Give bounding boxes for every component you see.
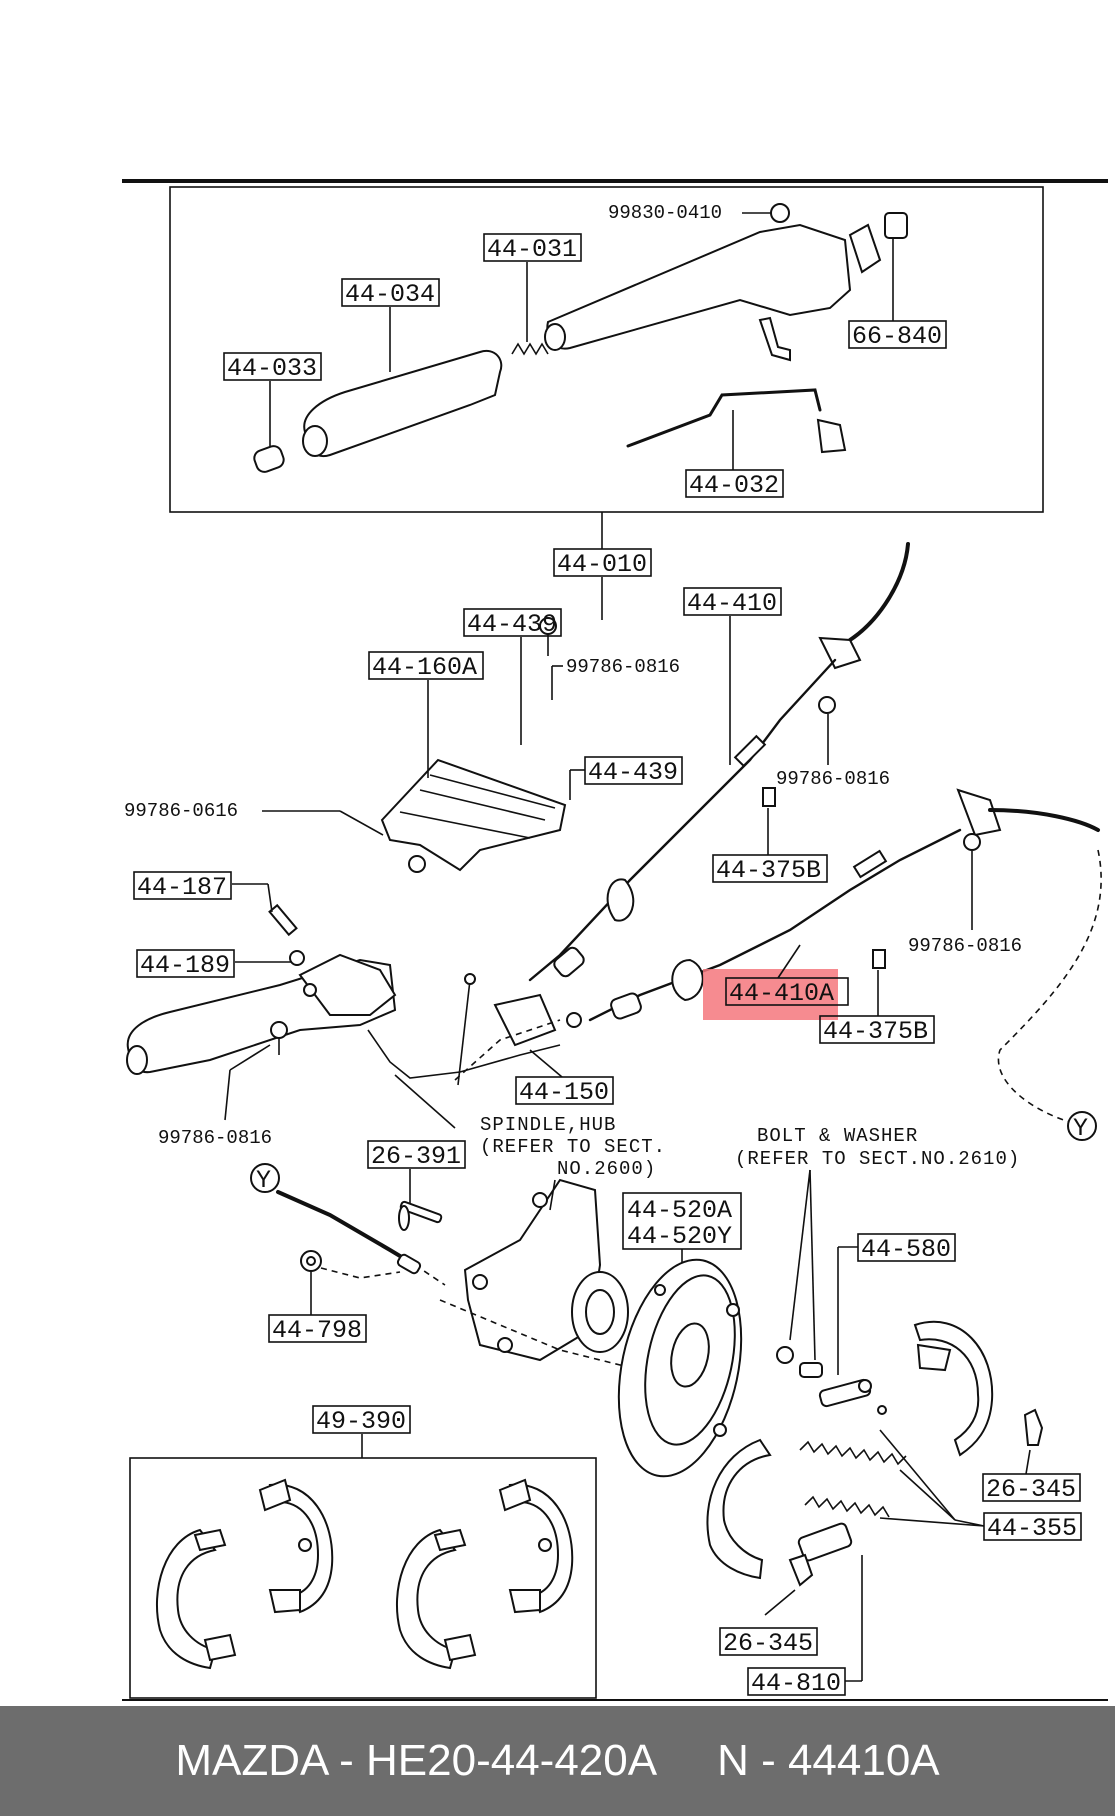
label-99786-0816-c: 99786-0816 xyxy=(908,935,1022,957)
cable-44-410-part xyxy=(528,542,910,982)
label-99786-0816-d: 99786-0816 xyxy=(158,1127,272,1149)
label-44-010: 44-010 xyxy=(557,550,647,579)
label-box-44-010 xyxy=(553,548,652,577)
label-26-345-a: 26-345 xyxy=(986,1475,1076,1504)
label-44-410: 44-410 xyxy=(687,589,777,618)
brake-shoe-center-part xyxy=(706,1438,853,1587)
y-marker-right-text: Y xyxy=(1073,1114,1088,1143)
label-box-44-034 xyxy=(341,278,440,307)
note-spindle-line1: SPINDLE,HUB xyxy=(480,1114,616,1136)
label-44-187: 44-187 xyxy=(137,873,227,902)
label-49-390: 49-390 xyxy=(316,1407,406,1436)
label-box-44-160a xyxy=(368,651,484,680)
label-44-798: 44-798 xyxy=(272,1316,362,1345)
label-box-44-187 xyxy=(133,871,232,900)
label-44-439-mid: 44-439 xyxy=(588,758,678,787)
label-44-580: 44-580 xyxy=(861,1235,951,1264)
label-box-26-345-a xyxy=(982,1473,1081,1502)
label-box-44-410 xyxy=(683,587,782,616)
label-44-150: 44-150 xyxy=(519,1078,609,1107)
equalizer-part xyxy=(367,973,561,1129)
retainer-clip-part xyxy=(1023,1408,1044,1446)
y-marker-right xyxy=(1067,1111,1097,1141)
y-marker-left-text: Y xyxy=(256,1166,271,1195)
label-44-520a: 44-520A xyxy=(627,1196,732,1225)
note-spindle-line2: (REFER TO SECT. xyxy=(480,1136,666,1158)
note-bolt-line1: BOLT & WASHER xyxy=(757,1125,918,1147)
label-box-44-032 xyxy=(685,469,784,498)
backing-plate-part xyxy=(617,1258,743,1478)
adjuster-part xyxy=(818,1378,872,1408)
spindle-hub-part xyxy=(439,1178,641,1371)
cable-44-410a-part xyxy=(566,788,1100,1028)
label-box-49-390 xyxy=(312,1405,411,1434)
label-44-520y: 44-520Y xyxy=(627,1222,732,1251)
label-44-189: 44-189 xyxy=(140,951,230,980)
label-44-355: 44-355 xyxy=(987,1514,1077,1543)
footer-part-number: MAZDA - HE20-44-420A xyxy=(175,1736,658,1785)
lever-grip-part xyxy=(302,349,503,458)
label-44-810: 44-810 xyxy=(751,1669,841,1698)
return-springs-part xyxy=(799,1405,907,1518)
label-box-66-840 xyxy=(848,320,947,349)
label-box-44-150 xyxy=(515,1076,614,1105)
label-44-034: 44-034 xyxy=(345,280,435,309)
label-99786-0816-a: 99786-0816 xyxy=(566,656,680,678)
note-spindle-line3: NO.2600) xyxy=(557,1158,656,1180)
label-box-44-439-top xyxy=(463,608,562,637)
spring-part xyxy=(511,342,549,356)
label-44-160a: 44-160A xyxy=(372,653,477,682)
label-99830-0410: 99830-0410 xyxy=(608,202,722,224)
label-box-26-345-b xyxy=(719,1627,818,1656)
label-box-44-798 xyxy=(268,1314,367,1343)
label-44-031: 44-031 xyxy=(487,235,577,264)
shoe-kit-parts xyxy=(156,1478,574,1670)
bushing-part xyxy=(300,1250,322,1272)
parking-brake-diagram: 99830-0410 44-031 44-034 44-033 66-840 4… xyxy=(122,179,1108,1701)
label-box-44-375b-b xyxy=(819,1015,935,1044)
note-bolt-line2: (REFER TO SECT.NO.2610) xyxy=(735,1148,1020,1170)
label-26-391: 26-391 xyxy=(371,1142,461,1171)
label-66-840: 66-840 xyxy=(852,322,942,351)
label-44-375b-a: 44-375B xyxy=(716,856,821,885)
y-marker-left xyxy=(250,1163,280,1193)
label-box-44-355 xyxy=(983,1512,1082,1541)
label-44-410a: 44-410A xyxy=(729,979,834,1008)
label-box-44-033 xyxy=(223,352,322,381)
label-box-44-375b-a xyxy=(712,854,828,883)
brake-shoe-right-part xyxy=(913,1320,994,1457)
release-rod-part xyxy=(626,388,847,454)
label-26-345-b: 26-345 xyxy=(723,1629,813,1658)
lower-lever-part xyxy=(126,903,397,1075)
label-box-26-391 xyxy=(367,1140,466,1169)
pin-part xyxy=(398,1200,443,1231)
label-44-032: 44-032 xyxy=(689,471,779,500)
label-99786-0616: 99786-0616 xyxy=(124,800,238,822)
lever-assembly-frame xyxy=(169,186,1044,513)
end-cap-part xyxy=(253,445,285,473)
shoe-kit-frame xyxy=(129,1457,597,1699)
label-44-375b-b: 44-375B xyxy=(823,1017,928,1046)
lever-body-part xyxy=(544,203,908,362)
bolt-washer-part xyxy=(776,1346,823,1378)
label-44-033: 44-033 xyxy=(227,354,317,383)
label-box-44-031 xyxy=(483,233,582,262)
footer-ref-number: N - 44410A xyxy=(717,1736,940,1785)
label-44-439-top: 44-439 xyxy=(467,610,557,639)
label-99786-0816-b: 99786-0816 xyxy=(776,768,890,790)
footer-bar: MAZDA - HE20-44-420A N - 44410A xyxy=(0,1706,1115,1816)
bracket-part xyxy=(380,617,567,873)
label-box-44-410a xyxy=(725,977,849,1006)
label-box-44-189 xyxy=(136,949,235,978)
